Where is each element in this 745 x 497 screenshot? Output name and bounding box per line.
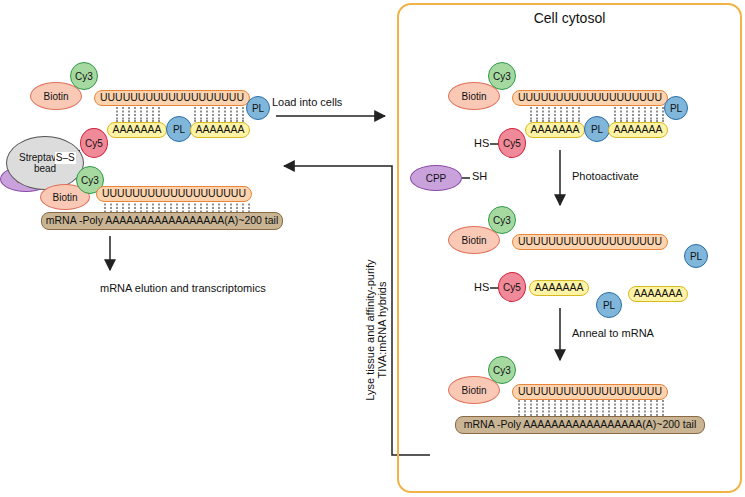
poly-u-strand: UUUUUUUUUUUUUUUUUUU [94,90,250,106]
node-text: AAAAAAA [195,124,244,136]
cy3-circle: Cy3 [488,206,516,234]
step-label: Anneal to mRNA [572,327,654,340]
node-text: Biotin [461,91,486,102]
node-text: AAAAAAA [530,124,579,136]
node-text: PL [690,251,702,262]
node-text: PL [252,103,264,114]
mrna-strand: mRNA -Poly AAAAAAAAAAAAAAAAA(A)~200 tail [41,212,284,230]
node-text: Biotin [461,235,486,246]
node-text: Biotin [461,385,486,396]
poly-u-strand: UUUUUUUUUUUUUUUUUUU [512,90,668,106]
node-text: Cy3 [493,215,511,226]
node-text: PL [603,300,615,311]
poly-u-strand: UUUUUUUUUUUUUUUUUUU [96,186,252,202]
step-label: Photoactivate [572,170,639,183]
node-text: PL [670,103,682,114]
node-text: mRNA -Poly AAAAAAAAAAAAAAAAA(A)~200 tail [464,419,697,431]
node-text: UUUUUUUUUUUUUUUUUUU [518,386,662,398]
node-text: Cy5 [85,138,103,149]
disulfide-link [51,150,80,166]
node-text: Biotin [52,192,77,203]
region-heading: Cell cytosol [399,11,740,26]
node-text: CPP [426,173,447,184]
node-text: PL [173,124,185,135]
node-text: Cy3 [493,365,511,376]
poly-a-strand: AAAAAAA [628,286,687,302]
step-label: mRNA elution and transcriptomics [100,282,266,295]
photolinker-circle: PL [246,96,270,120]
node-text: AAAAAAA [534,282,583,294]
poly-a-strand: AAAAAAA [608,122,667,138]
node-text: AAAAAAA [633,288,682,300]
node-text: Cy3 [75,71,93,82]
node-text: Cy5 [503,138,521,149]
poly-a-strand: AAAAAAA [190,122,249,138]
cy3-circle: Cy3 [488,356,516,384]
poly-u-strand: UUUUUUUUUUUUUUUUUUU [512,384,668,400]
node-text: UUUUUUUUUUUUUUUUUUU [100,92,244,104]
node-text: mRNA -Poly AAAAAAAAAAAAAAAAA(A)~200 tail [46,215,279,227]
photolinker-circle: PL [596,292,622,318]
cpp-ellipse: CPP [410,165,462,191]
node-text: Cy3 [493,71,511,82]
cell-region: Cell cytosolBiotinCy3UUUUUUUUUUUUUUUUUUU… [397,3,742,493]
step-label: SH [472,170,487,183]
base-pairing [100,106,666,416]
photolinker-circle: PL [684,244,708,268]
poly-a-strand: AAAAAAA [525,122,584,138]
cy5-circle: Cy5 [498,272,526,302]
cy3-circle: Cy3 [70,62,98,90]
node-text: UUUUUUUUUUUUUUUUUUU [518,92,662,104]
poly-u-strand: UUUUUUUUUUUUUUUUUUU [512,234,668,250]
step-label: Load into cells [272,96,342,109]
photolinker-circle: PL [664,96,688,120]
node-text: UUUUUUUUUUUUUUUUUUU [518,236,662,248]
node-text: PL [591,124,603,135]
node-text: AAAAAAA [613,124,662,136]
poly-a-strand: AAAAAAA [107,122,166,138]
cy3-circle: Cy3 [488,62,516,90]
photolinker-circle: PL [166,116,192,142]
edge-label: S–S [55,152,76,164]
node-text: UUUUUUUUUUUUUUUUUUU [102,188,246,200]
cy5-circle: Cy5 [498,128,526,158]
mrna-strand: mRNA -Poly AAAAAAAAAAAAAAAAA(A)~200 tail [455,416,705,434]
node-text: Biotin [43,91,68,102]
poly-a-strand: AAAAAAA [529,280,588,296]
cy5-circle: Cy5 [80,128,108,158]
node-text: Cy3 [81,175,99,186]
step-label: HS [474,137,489,150]
step-label: HS [474,281,489,294]
node-text: AAAAAAA [112,124,161,136]
step-label-rotated: Lyse tissue and affinity-purify TIVA:mRN… [364,255,388,405]
node-text: Cy5 [503,282,521,293]
photolinker-circle: PL [584,116,610,142]
